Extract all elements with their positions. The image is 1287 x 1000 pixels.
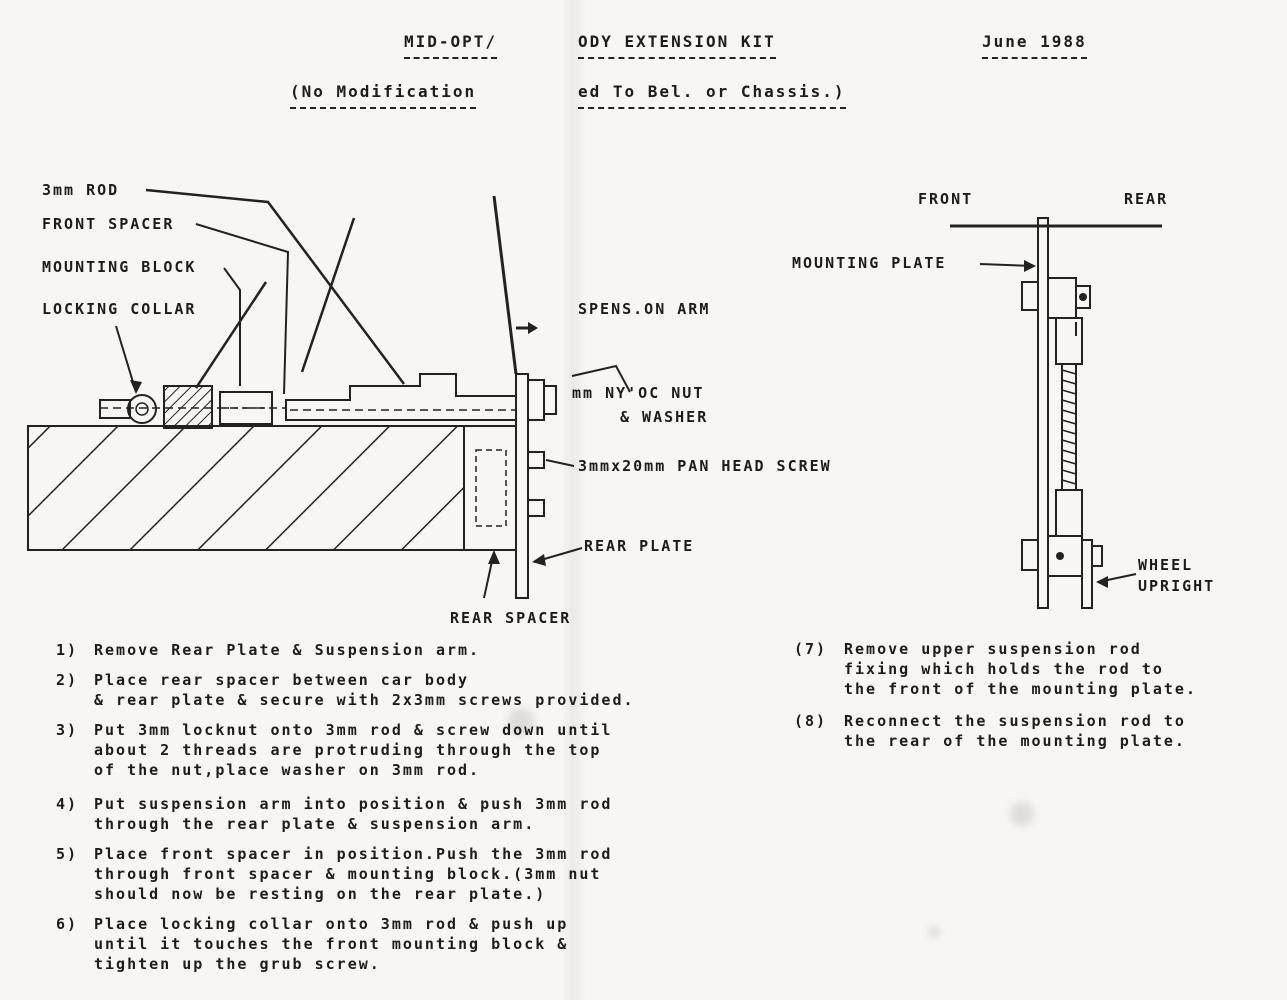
step-line: Reconnect the suspension rod to [844,712,1186,730]
subtitle-left: (No Modification [290,82,477,109]
label-locking-collar: LOCKING COLLAR [42,300,197,318]
step-line: Remove upper suspension rod [844,640,1142,658]
suspension-arm [285,373,517,421]
label-nyloc-nut: mm NY'OC NUT [572,384,705,402]
step-line: the rear of the mounting plate. [844,732,1186,750]
step-number: 6) [56,915,79,933]
step-text: Place rear spacer between car body & rear… [94,670,635,710]
title-right: ODY EXTENSION KIT [578,32,776,59]
label-rear-plate: REAR PLATE [584,537,695,555]
step-line: tighten up the grub screw. [94,955,381,973]
leader-mounting-block [223,267,241,386]
step-text: Remove Rear Plate & Suspension arm. [94,640,480,660]
car-body [27,425,465,551]
step-line: Place locking collar onto 3mm rod & push… [94,915,569,933]
date: June 1988 [982,32,1087,59]
mounting-plate [1037,217,1049,609]
step-text: Place front spacer in position.Push the … [94,844,612,904]
step-line: Put 3mm locknut onto 3mm rod & screw dow… [94,721,613,739]
step-line: Place rear spacer between car body [94,671,470,689]
step-line: through front spacer & mounting block.(3… [94,865,602,883]
step-line: Place front spacer in position.Push the … [94,845,613,863]
locking-collar [99,399,131,419]
leader-front-spacer [195,223,290,395]
pan-head-screw-upper [527,451,545,469]
label-washer: & WASHER [620,408,709,426]
step-number: 2) [56,671,79,689]
label-mounting-plate: MOUNTING PLATE [792,254,947,272]
front-spacer [219,391,273,425]
step-number: (8) [794,712,828,730]
leader-rod [145,188,406,385]
smudge [1010,802,1034,826]
smudge [928,926,940,938]
step-number: 3) [56,721,79,739]
step-text: Put suspension arm into position & push … [94,794,612,834]
label-front-spacer: FRONT SPACER [42,215,175,233]
step-line: fixing which holds the rod to [844,660,1164,678]
step-line: & rear plate & secure with 2x3mm screws … [94,691,635,709]
step-text: Place locking collar onto 3mm rod & push… [94,914,568,974]
step-text: Remove upper suspension rod fixing which … [844,639,1197,699]
label-rear: REAR [1124,190,1169,208]
label-pan-head-screw: 3mmx20mm PAN HEAD SCREW [578,457,832,475]
label-wheel: WHEEL [1138,556,1194,574]
label-upright: UPRIGHT [1138,577,1216,595]
label-suspension-arm: SPENS.ON ARM [578,300,711,318]
step-number: 5) [56,845,79,863]
label-rear-spacer: REAR SPACER [450,609,572,627]
step-line: the front of the mounting plate. [844,680,1197,698]
label-front: FRONT [918,190,974,208]
pan-head-screw-lower [527,499,545,517]
step-line: Put suspension arm into position & push … [94,795,613,813]
step-line: should now be resting on the rear plate.… [94,885,547,903]
paper-fold [560,0,586,1000]
step-text: Put 3mm locknut onto 3mm rod & screw dow… [94,720,612,780]
label-mounting-block: MOUNTING BLOCK [42,258,197,276]
smudge [508,708,534,736]
label-3mm-rod: 3mm ROD [42,181,120,199]
title-left: MID-OPT/ [404,32,498,59]
subtitle-right: ed To Bel. or Chassis.) [578,82,846,109]
step-number: 4) [56,795,79,813]
step-line: of the nut,place washer on 3mm rod. [94,761,481,779]
wheel-upright [1081,539,1093,609]
step-line: until it touches the front mounting bloc… [94,935,569,953]
mounting-block [163,385,213,429]
step-number: (7) [794,640,828,658]
step-line: Remove Rear Plate & Suspension arm. [94,641,481,659]
rear-plate [515,373,529,599]
step-number: 1) [56,641,79,659]
step-line: about 2 threads are protruding through t… [94,741,602,759]
step-line: through the rear plate & suspension arm. [94,815,536,833]
step-text: Reconnect the suspension rod to the rear … [844,711,1186,751]
